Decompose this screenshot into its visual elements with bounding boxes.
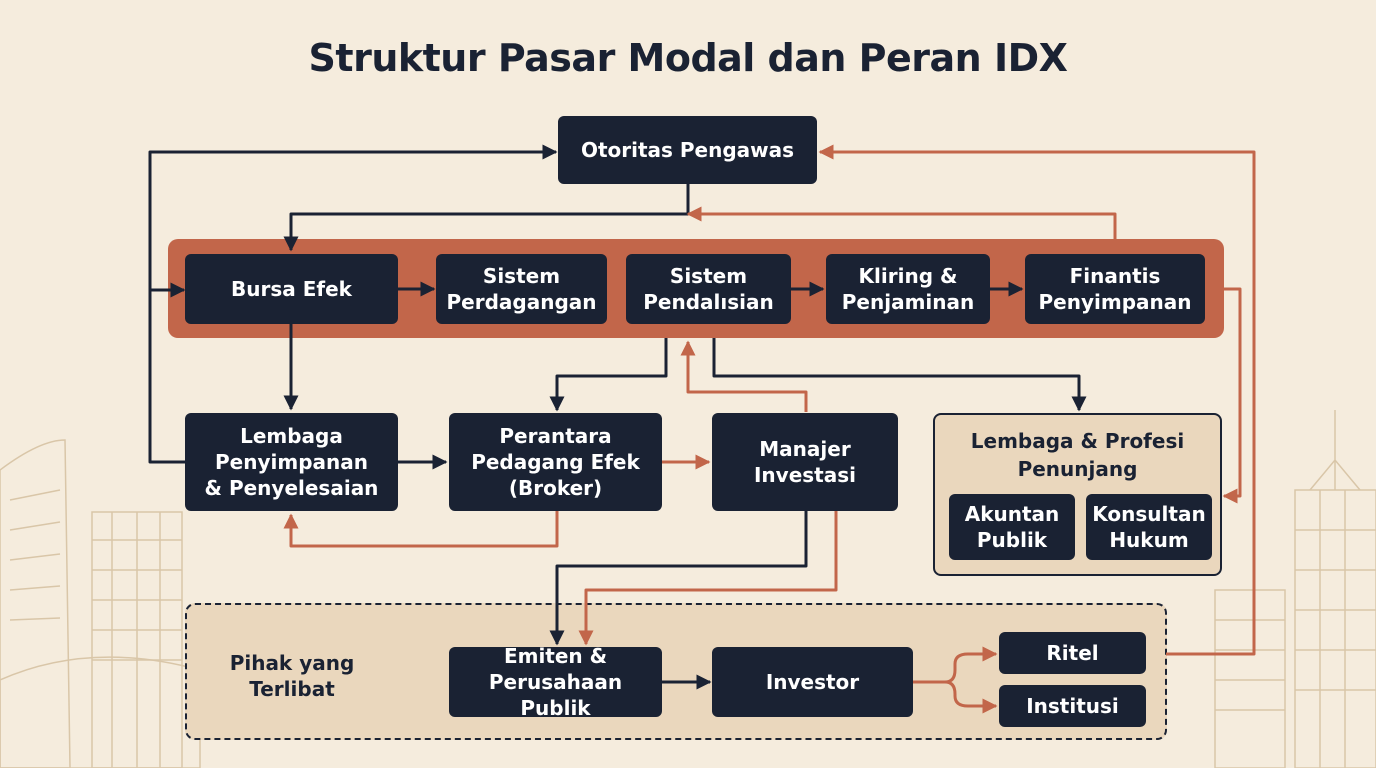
- involved-parties-label: Pihak yang Terlibat: [229, 651, 355, 701]
- node-emiten: Emiten & Perusahaan Publik: [449, 644, 662, 720]
- node-sistem-pendalisian: Sistem Pendalısian: [626, 254, 791, 324]
- arrow-finantis-to-support: [1205, 287, 1242, 504]
- arrow-manajer-to-pendalisian: [680, 340, 808, 412]
- node-investor: Investor: [712, 647, 913, 717]
- arrow-pendalisian-to-support: [712, 338, 1087, 412]
- arrow-otoritas-to-bursa: [283, 184, 690, 252]
- node-akuntan-publik: Akuntan Publik: [949, 494, 1075, 560]
- diagram-title: Struktur Pasar Modal dan Peran IDX: [308, 36, 1068, 80]
- node-broker: Perantara Pedagang Efek (Broker): [449, 413, 662, 511]
- node-finantis-penyimpanan: Finantis Penyimpanan: [1025, 254, 1205, 324]
- node-manajer-investasi: Manajer Investasi: [712, 413, 898, 511]
- node-otoritas-pengawas: Otoritas Pengawas: [558, 116, 817, 184]
- node-institusi: Institusi: [999, 685, 1146, 727]
- arrow-manajer-to-emiten: [549, 511, 808, 646]
- arrow-investor-to-ritel: [913, 646, 998, 684]
- arrow-investor-to-institusi: [944, 680, 998, 714]
- node-bursa-efek: Bursa Efek: [185, 254, 398, 324]
- node-konsultan-hukum: Konsultan Hukum: [1086, 494, 1212, 560]
- supporting-institutions-title: Lembaga & Profesi Penunjang: [970, 429, 1185, 481]
- arrow-pendalisian-to-broker: [549, 338, 668, 412]
- arrow-lembaga-to-bursa: [148, 282, 186, 464]
- arrow-broker-to-lembaga: [283, 511, 559, 548]
- arrow-manajer-to-emiten-accent: [578, 511, 838, 646]
- arrow-finantis-to-otoritas: [686, 206, 1117, 239]
- node-lembaga-penyimpanan: Lembaga Penyimpanan & Penyelesaian: [185, 413, 398, 511]
- node-sistem-perdagangan: Sistem Perdagangan: [436, 254, 607, 324]
- node-kliring-penjaminan: Kliring & Penjaminan: [826, 254, 990, 324]
- arrow-right-loop-to-otoritas: [818, 144, 1256, 656]
- node-ritel: Ritel: [999, 632, 1146, 674]
